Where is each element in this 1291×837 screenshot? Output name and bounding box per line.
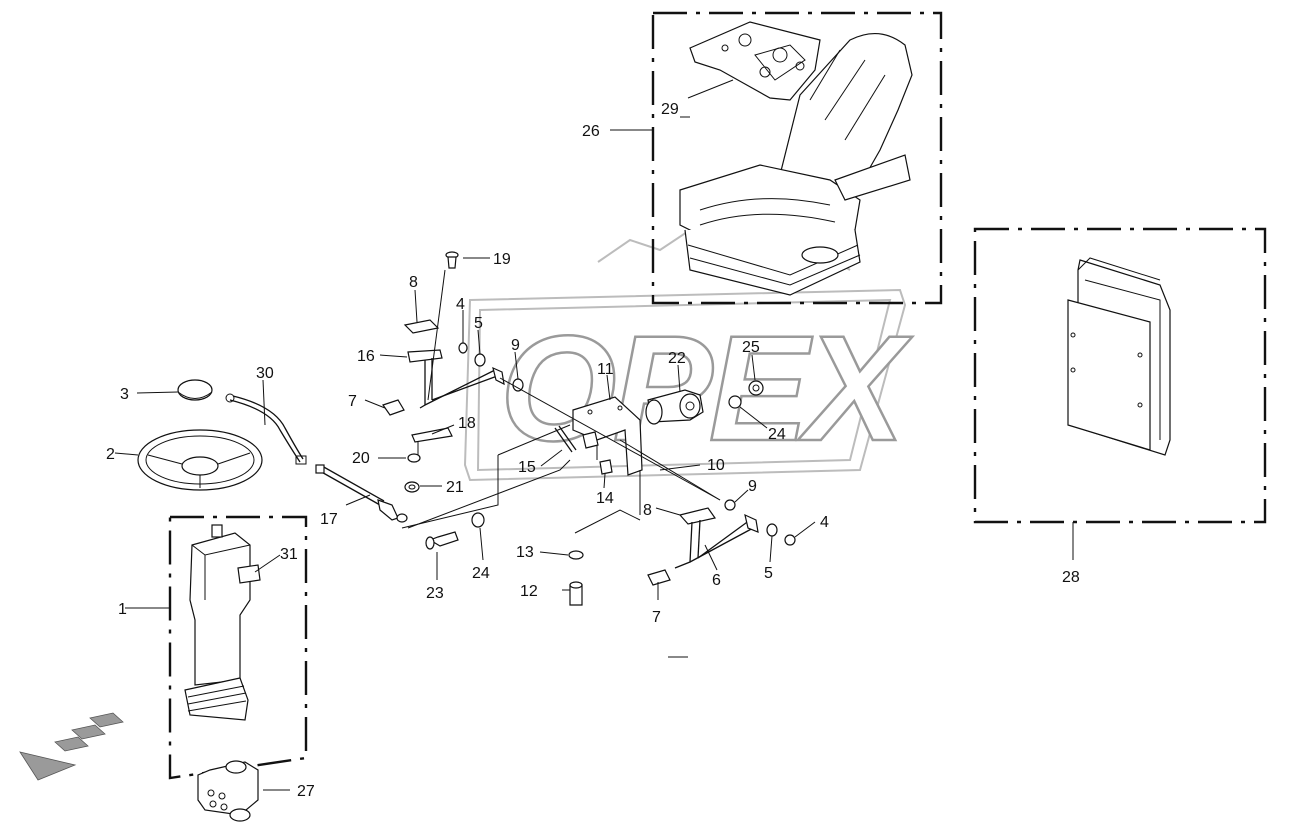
washers-lower <box>766 523 796 546</box>
watermark-text: OPEX <box>500 304 913 472</box>
callout-28: 28 <box>1062 569 1080 586</box>
seat-mounting-plate <box>689 21 821 101</box>
callout-4: 4 <box>820 514 829 531</box>
nuts <box>404 453 421 493</box>
group-frame-28 <box>973 227 1267 524</box>
group-frame-26 <box>651 11 943 305</box>
leader-lines <box>114 79 1074 791</box>
callout-19: 19 <box>493 251 511 268</box>
bolt <box>445 251 459 269</box>
shaft <box>499 377 721 501</box>
steering-unit <box>197 760 259 822</box>
callout-21: 21 <box>446 479 464 496</box>
callout-31: 31 <box>280 546 298 563</box>
washers-upper <box>458 342 524 392</box>
callout-11: 11 <box>597 361 614 378</box>
pin <box>599 459 613 475</box>
bolt-washer-left <box>425 512 485 550</box>
callout-7: 7 <box>348 393 357 410</box>
washers-actuator <box>728 380 764 409</box>
operator-seat <box>679 33 913 296</box>
callout-5: 5 <box>474 315 483 332</box>
rod-assembly <box>315 464 408 523</box>
callout-22: 22 <box>668 350 686 367</box>
watermark: OPEX <box>463 228 918 482</box>
callout-13: 13 <box>516 544 534 561</box>
direction-arrow <box>19 712 124 781</box>
callout-26: 26 <box>582 123 600 140</box>
callout-23: 23 <box>426 585 444 602</box>
actuator <box>645 389 704 425</box>
steering-wheel-cap <box>177 379 213 401</box>
callout-30: 30 <box>256 365 274 382</box>
callout-20: 20 <box>352 450 370 467</box>
callout-4: 4 <box>456 296 465 313</box>
callout-29: 29 <box>661 101 679 118</box>
pedal-assembly-upper <box>382 269 505 443</box>
callout-labels: 1 2 3 4 4 5 5 6 7 7 8 8 9 9 10 11 12 13 … <box>106 101 1080 800</box>
pedal-assembly-lower <box>647 499 759 586</box>
callout-25: 25 <box>742 339 760 356</box>
callout-12: 12 <box>520 583 538 600</box>
callout-7: 7 <box>652 609 661 626</box>
callout-24: 24 <box>768 426 786 443</box>
callout-18: 18 <box>458 415 476 432</box>
callout-24: 24 <box>472 565 490 582</box>
bolt-lower <box>568 550 584 606</box>
callout-2: 2 <box>106 446 115 463</box>
callout-8: 8 <box>409 274 418 291</box>
cable <box>225 393 307 465</box>
callout-16: 16 <box>357 348 375 365</box>
spring <box>554 425 577 453</box>
callout-27: 27 <box>297 783 315 800</box>
steering-column <box>184 524 261 721</box>
callout-15: 15 <box>518 459 536 476</box>
callout-14: 14 <box>596 490 614 507</box>
callout-1: 1 <box>118 601 127 618</box>
backrest-cover <box>1067 257 1171 456</box>
callout-5: 5 <box>764 565 773 582</box>
steering-wheel <box>137 429 263 491</box>
callout-6: 6 <box>712 572 721 589</box>
callout-3: 3 <box>120 386 129 403</box>
callout-10: 10 <box>707 457 725 474</box>
callout-8: 8 <box>643 502 652 519</box>
linkage-lines <box>401 424 641 534</box>
callout-17: 17 <box>320 511 338 528</box>
bracket <box>572 396 643 476</box>
callout-9: 9 <box>748 478 757 495</box>
callout-9: 9 <box>511 337 520 354</box>
